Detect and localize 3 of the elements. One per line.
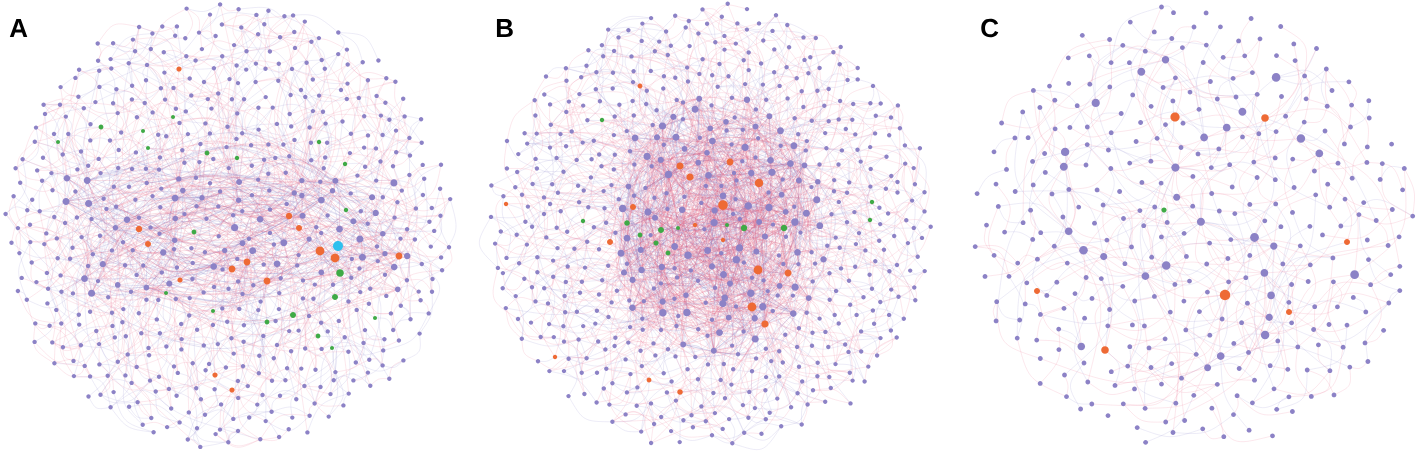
panel-letter: C	[981, 18, 999, 38]
panel-letter: A	[9, 19, 28, 37]
panel-letter: B	[496, 19, 513, 37]
